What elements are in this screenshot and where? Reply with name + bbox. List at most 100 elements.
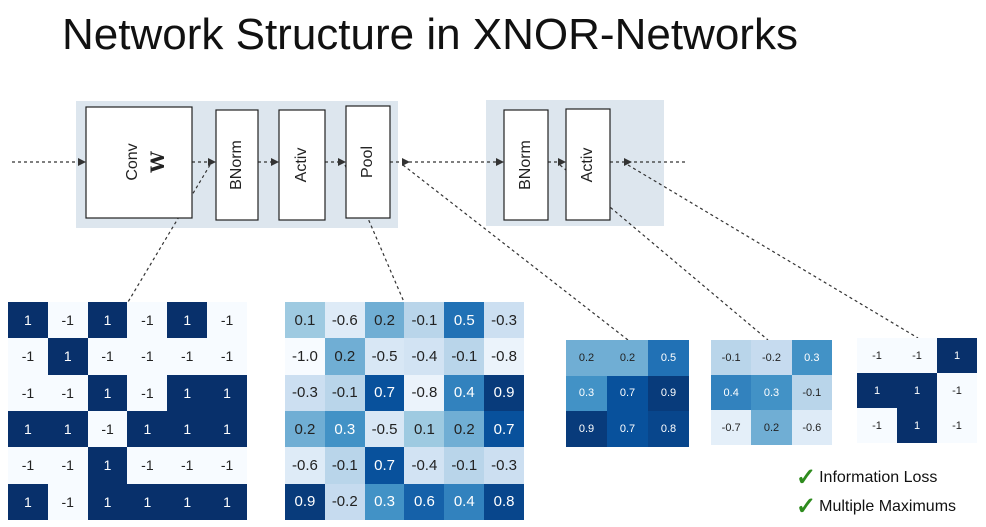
matrix-cell: 1 (937, 338, 977, 373)
arrow-heads (78, 158, 632, 166)
matrix-cell: 0.1 (404, 410, 445, 448)
matrix-cell: 0.9 (566, 411, 607, 447)
matrix-cell: -1 (207, 302, 247, 339)
matrix-cell: 1 (897, 408, 937, 443)
matrix-cell: 1 (167, 410, 208, 448)
conv-weight-label: W (147, 151, 169, 174)
matrix-cell: 0.8 (648, 411, 689, 447)
bnorm-label-2: BNorm (517, 140, 534, 190)
matrix-cell: -0.7 (711, 410, 752, 445)
matrix-cell: -0.8 (484, 338, 524, 375)
matrix-cell: 1 (87, 447, 128, 484)
matrix-cell: -0.5 (364, 338, 405, 375)
flow-lines (12, 161, 919, 341)
matrix-cell: 0.7 (607, 375, 648, 412)
matrix-cell: 1 (167, 483, 208, 520)
checkmark-icon: ✓ (796, 492, 817, 520)
matrix-cell: -0.1 (791, 375, 832, 410)
matrix-cell: 1 (87, 483, 128, 520)
conv-block (85, 106, 193, 219)
activ-label-2: Activ (579, 148, 596, 183)
matrix-cell: 1 (87, 374, 128, 411)
matrix-cell: -1 (937, 408, 977, 443)
matrix-cell: -1 (167, 447, 208, 484)
matrix-cell: 0.2 (285, 410, 325, 448)
activ-block-1 (278, 109, 326, 221)
activ-block-2 (565, 108, 611, 221)
pool-label: Pool (359, 146, 376, 178)
page-title: Network Structure in XNOR-Networks (62, 10, 798, 59)
matrix-cell: -0.3 (484, 447, 524, 484)
matrix-cell: -1 (127, 374, 168, 411)
matrix-cell: 0.3 (791, 340, 832, 375)
matrix-cell: -0.1 (711, 340, 752, 375)
matrix-cell: -1 (207, 338, 247, 375)
matrix-cell: -0.5 (364, 410, 405, 448)
matrix-cell: -1 (8, 447, 48, 484)
matrix-cell: -0.1 (444, 447, 485, 484)
matrix-cell: 0.8 (484, 483, 524, 520)
matrix-cell: 1 (207, 483, 247, 520)
matrix-cell: -1 (127, 447, 168, 484)
matrix-cell: 0.9 (648, 375, 689, 412)
matrix-cell: -0.6 (285, 447, 325, 484)
matrix-cell: 0.2 (444, 410, 485, 448)
observation-list: ✓ Information Loss ✓ Multiple Maximums (796, 463, 956, 521)
matrix-cell: 0.2 (566, 340, 607, 376)
matrix-cell: -1 (87, 410, 128, 448)
matrix-cell: -0.6 (324, 302, 365, 339)
matrix-cell: -0.8 (404, 374, 445, 411)
activ-label-1: Activ (293, 148, 310, 183)
matrix-cell: -0.2 (751, 340, 792, 375)
matrix-cell: 1 (8, 302, 48, 339)
matrix-cell: -1.0 (285, 338, 325, 375)
matrix-cell: 0.7 (607, 411, 648, 447)
matrix-cell: 1 (8, 483, 48, 520)
matrix-cell: 0.4 (711, 375, 752, 410)
matrix-cell: 0.5 (648, 340, 689, 376)
matrix-cell: 0.3 (324, 410, 365, 448)
matrix-cell: -0.3 (484, 302, 524, 339)
matrix-cell: -1 (897, 338, 937, 373)
matrix-cell: -1 (87, 338, 128, 375)
matrix-cell: 1 (167, 374, 208, 411)
matrix-cell: -0.4 (404, 338, 445, 375)
matrix-cell: -1 (8, 374, 48, 411)
matrix-cell: 1 (127, 483, 168, 520)
matrix-cell: -0.1 (324, 447, 365, 484)
matrix-cell: -1 (47, 302, 88, 339)
matrix-cell: -1 (8, 338, 48, 375)
matrix-cell: -1 (47, 447, 88, 484)
matrix-cell: 0.1 (285, 302, 325, 339)
bnorm-block-2 (503, 109, 549, 221)
pool-block (345, 105, 391, 219)
check-item-multiple-maximums: ✓ Multiple Maximums (796, 492, 956, 521)
matrix-cell: 0.7 (364, 374, 405, 411)
matrix-cell: 0.2 (751, 410, 792, 445)
matrix-cell: 0.7 (484, 410, 524, 448)
matrix-cell: 0.7 (364, 447, 405, 484)
matrix-cell: 1 (857, 373, 897, 408)
matrix-cell: 1 (47, 338, 88, 375)
matrix-cell: -0.1 (404, 302, 445, 339)
bnorm-block-1 (215, 109, 259, 221)
matrix-cell: 1 (207, 374, 247, 411)
matrix-cell: -1 (857, 338, 897, 373)
matrix-cell: 0.4 (444, 374, 485, 411)
matrix-cell: 0.2 (364, 302, 405, 339)
matrix-cell: -1 (937, 373, 977, 408)
matrix-cell: 1 (87, 302, 128, 339)
matrix-cell: 0.2 (607, 340, 648, 376)
matrix-cell: 0.4 (444, 483, 485, 520)
matrix-cell: -1 (47, 483, 88, 520)
matrix-cell: 1 (207, 410, 247, 448)
matrix-cell: -1 (167, 338, 208, 375)
matrix-cell: 0.9 (484, 374, 524, 411)
matrix-cell: 0.6 (404, 483, 445, 520)
matrix-cell: -0.6 (791, 410, 832, 445)
